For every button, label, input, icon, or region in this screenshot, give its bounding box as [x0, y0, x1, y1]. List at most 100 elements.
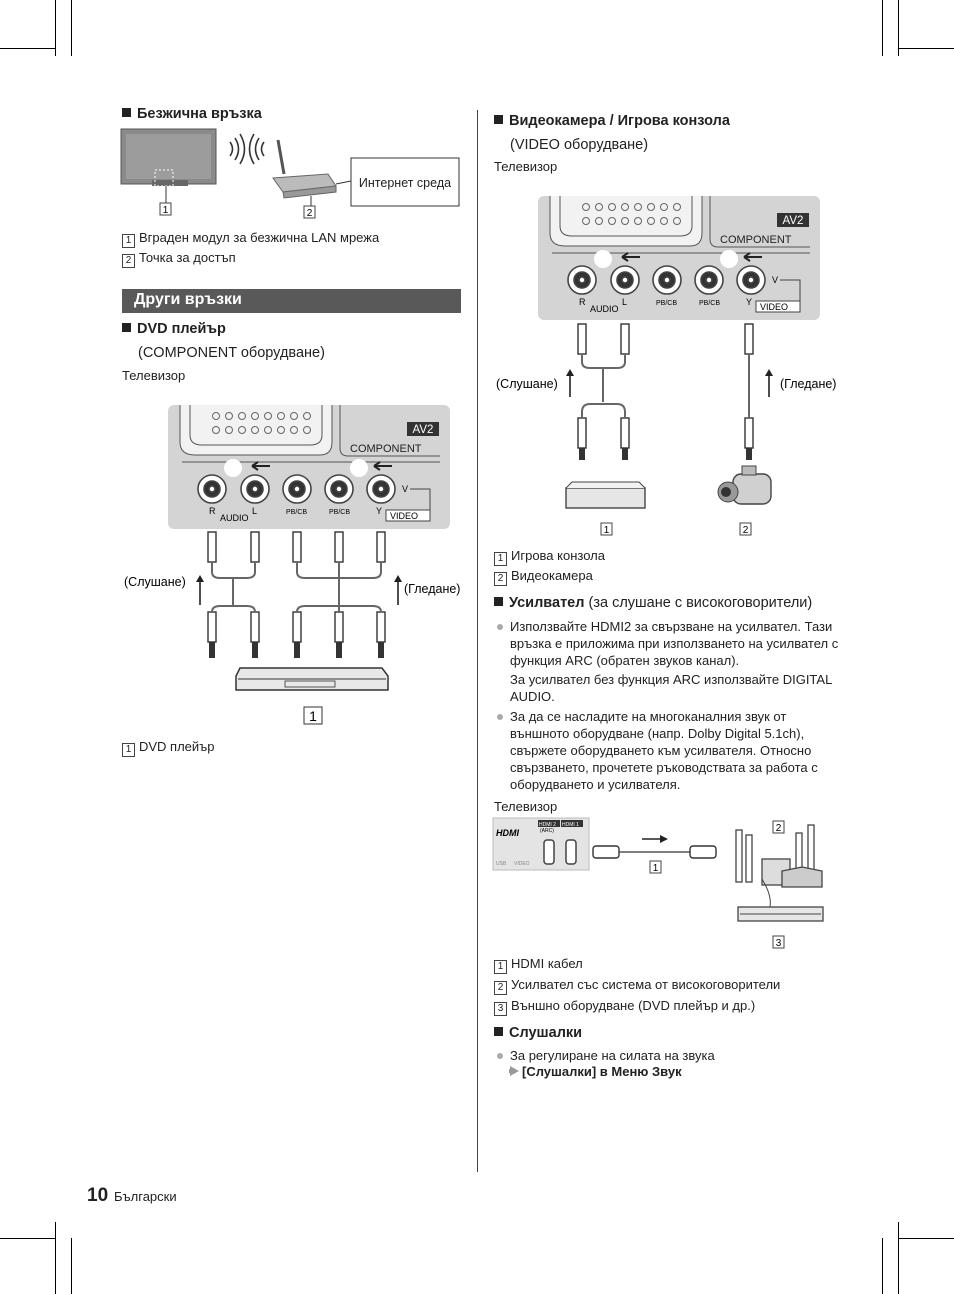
svg-text:HDMI 1: HDMI 1	[562, 822, 579, 828]
callout-2: 2	[743, 525, 749, 536]
column-divider	[477, 110, 478, 1172]
legend-number: 1	[494, 960, 507, 974]
tv-label: Телевизор	[494, 159, 558, 174]
crop-mark	[898, 1222, 899, 1294]
bullet-text: За регулиране на силата на звука	[510, 1048, 715, 1063]
dvd-heading: DVD плейър	[122, 321, 226, 337]
wireless-diagram: Интернет среда 1 2	[120, 128, 460, 219]
crop-mark	[71, 0, 72, 56]
svg-text:PB/CB: PB/CB	[656, 300, 677, 307]
legend-number: 2	[494, 572, 507, 586]
crop-mark	[0, 48, 56, 49]
crop-mark	[898, 48, 954, 49]
svg-text:VIDEO: VIDEO	[514, 861, 530, 867]
svg-text:R: R	[579, 297, 586, 307]
wireless-title: Безжична връзка	[137, 106, 262, 122]
legend-number: 1	[122, 234, 135, 248]
tv-label: Телевизор	[494, 799, 558, 814]
legend-text: Игрова конзола	[511, 548, 605, 563]
bullet-dot-icon	[497, 714, 503, 720]
bullet-dot-icon	[497, 1053, 503, 1059]
crop-mark	[55, 0, 56, 56]
svg-text:HDMI 2: HDMI 2	[539, 822, 556, 828]
legend-text: DVD плейър	[139, 739, 215, 754]
legend-text: Външно оборудване (DVD плейър и др.)	[511, 998, 756, 1013]
watch-label: (Гледане)	[404, 582, 460, 596]
legend-item: 3 Външно оборудване (DVD плейър и др.)	[494, 998, 755, 1016]
svg-text:(ARC): (ARC)	[540, 828, 554, 834]
legend-number: 3	[494, 1002, 507, 1016]
camcorder-title: Видеокамера / Игрова конзола	[509, 113, 730, 129]
internet-box	[350, 157, 460, 207]
square-bullet-icon	[494, 1027, 503, 1036]
tv-label: Телевизор	[122, 368, 186, 383]
arrow-right-icon	[510, 1066, 519, 1076]
watch-label: (Гледане)	[780, 377, 836, 391]
game-console-icon	[565, 481, 646, 509]
square-bullet-icon	[494, 597, 503, 606]
router-icon	[272, 139, 337, 199]
component-label: COMPONENT	[720, 234, 792, 246]
hdmi-cable-icon	[592, 845, 717, 859]
svg-text:R: R	[209, 506, 216, 516]
svg-text:Y: Y	[376, 506, 382, 516]
callout-1: 1	[309, 708, 317, 724]
callout-1: 1	[653, 863, 659, 874]
svg-text:L: L	[252, 506, 257, 516]
internet-label: Интернет среда	[359, 176, 451, 190]
crop-mark	[71, 1238, 72, 1294]
component-label: COMPONENT	[350, 443, 422, 455]
legend-item: 1 Вграден модул за безжична LAN мрежа	[122, 230, 379, 248]
crop-mark	[882, 0, 883, 56]
bullet-item: За да се насладите на многоканалния звук…	[497, 708, 840, 793]
bullet-text: Използвайте HDMI2 за свързване на усилва…	[510, 619, 839, 668]
audio-label: AUDIO	[590, 304, 619, 314]
wlan-module-icon	[154, 169, 174, 187]
legend-text: Точка за достъп	[139, 250, 236, 265]
svg-text:PB/CB: PB/CB	[329, 509, 350, 516]
headphones-title: Слушалки	[509, 1025, 583, 1041]
dvd-player-icon	[235, 667, 389, 691]
svg-text:PB/CB: PB/CB	[699, 300, 720, 307]
square-bullet-icon	[122, 323, 131, 332]
svg-text:PB/CB: PB/CB	[286, 509, 307, 516]
callout-2: 2	[307, 208, 313, 219]
amplifier-heading: Усилвател (за слушане с високоговорители…	[494, 595, 812, 611]
video-label: VIDEO	[390, 511, 418, 521]
legend-number: 2	[494, 981, 507, 995]
arrow-right-icon	[509, 1069, 514, 1073]
listen-label: (Слушане)	[124, 575, 186, 589]
bullet-text: За да се насладите на многоканалния звук…	[510, 709, 818, 792]
legend-item: 1 Игрова конзола	[494, 548, 605, 566]
dvd-title: DVD плейър	[137, 321, 226, 337]
svg-text:USB: USB	[496, 861, 507, 867]
camcorder-subtitle: (VIDEO оборудване)	[510, 137, 649, 153]
hdmi-logo: HDMI	[496, 828, 519, 838]
video-label: VIDEO	[760, 302, 788, 312]
legend-text: Вграден модул за безжична LAN мрежа	[139, 230, 380, 245]
section-bar: Други връзки	[122, 289, 461, 313]
svg-text:V: V	[402, 484, 408, 494]
camcorder-heading: Видеокамера / Игрова конзола	[494, 113, 730, 129]
menu-path-text: [Слушалки] в Меню Звук	[522, 1064, 682, 1079]
av2-label: AV2	[413, 424, 434, 436]
legend-text: HDMI кабел	[511, 956, 583, 971]
bullet-item: Използвайте HDMI2 за свързване на усилва…	[497, 618, 840, 669]
callout-2: 2	[776, 823, 782, 834]
footer-language: Български	[114, 1189, 177, 1204]
crop-mark	[0, 1238, 56, 1239]
camcorder-icon	[717, 465, 772, 505]
listen-label: (Слушане)	[496, 377, 558, 391]
av2-label: AV2	[783, 215, 804, 227]
legend-number: 1	[494, 552, 507, 566]
callout-3: 3	[776, 938, 782, 949]
svg-text:L: L	[622, 297, 627, 307]
amplifier-connection-diagram: HDMI HDMI 2 HDMI 1 (ARC) USB VIDEO 1 2 3	[492, 817, 824, 949]
headphones-heading: Слушалки	[494, 1025, 582, 1041]
dvd-subtitle: (COMPONENT оборудване)	[138, 345, 325, 361]
bullet-note: За усилвател без функция ARC използвайте…	[510, 672, 832, 704]
